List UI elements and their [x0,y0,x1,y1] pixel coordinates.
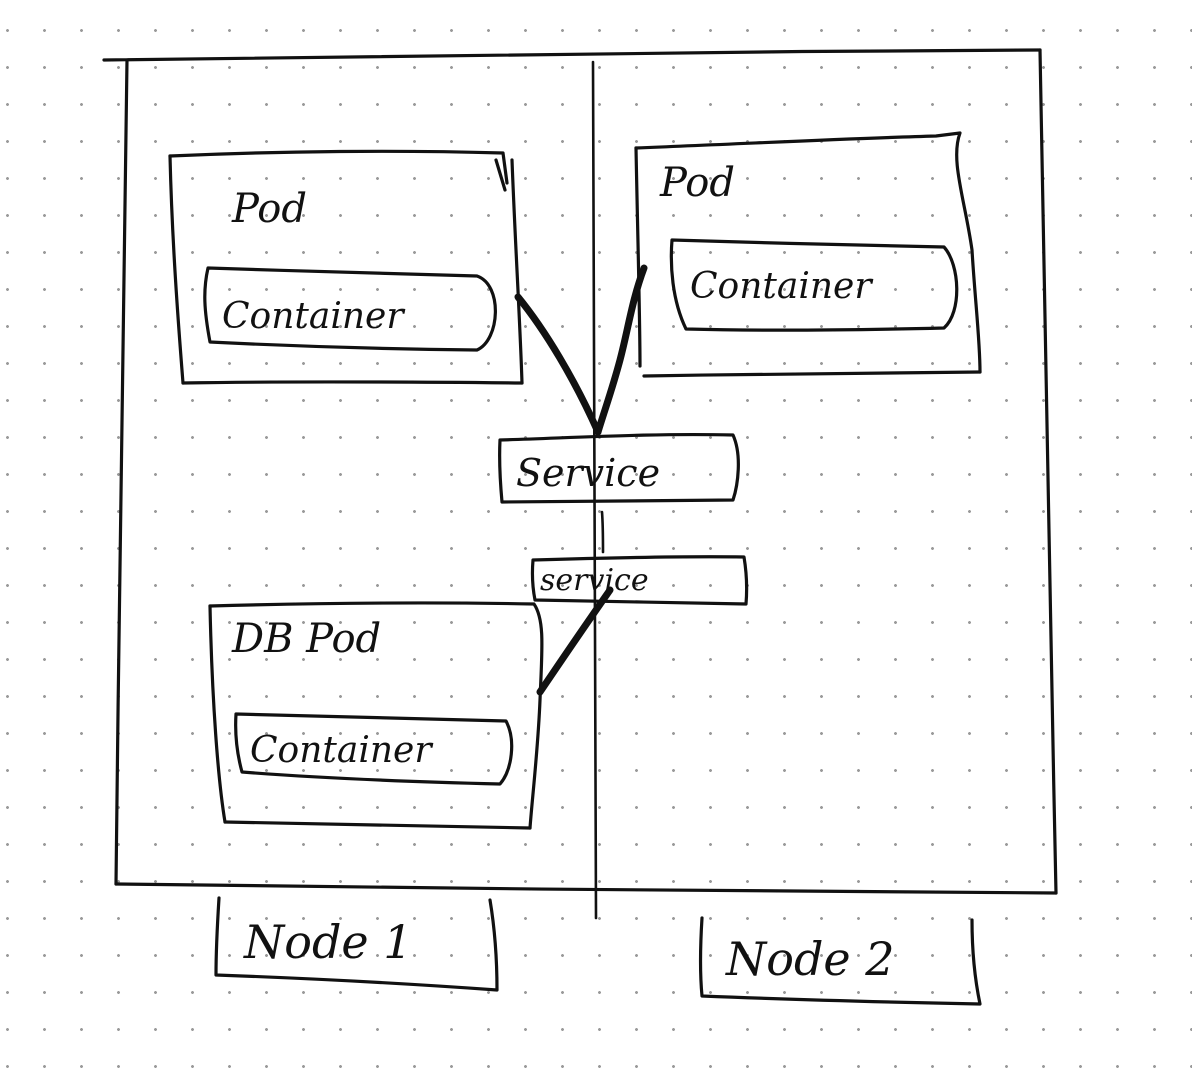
container-1-label: Container [222,296,405,337]
link-dbpod-service [536,586,614,696]
node-2-label: Node 2 [725,932,895,986]
container-box-3 [234,712,514,786]
node-2-label-box [698,916,982,1006]
link-pod2-service [594,264,648,436]
service-box-2 [530,555,749,606]
link-service-service [600,510,605,554]
container-box-2 [669,238,959,332]
pod-box-1 [168,149,524,385]
service-1-label: Service [516,451,660,495]
link-pod1-service [514,293,602,436]
pod-box-3 [208,601,544,830]
service-2-label: service [540,563,649,598]
pod-3-label: DB Pod [231,616,381,662]
pod-1-label: Pod [231,186,307,232]
container-box-1 [203,266,497,352]
node-1-label-box [214,896,499,992]
node-1-label: Node 1 [243,915,413,969]
service-box-1 [498,432,740,504]
pod-2-label: Pod [659,160,735,206]
container-2-label: Container [690,266,873,307]
container-3-label: Container [250,730,433,771]
